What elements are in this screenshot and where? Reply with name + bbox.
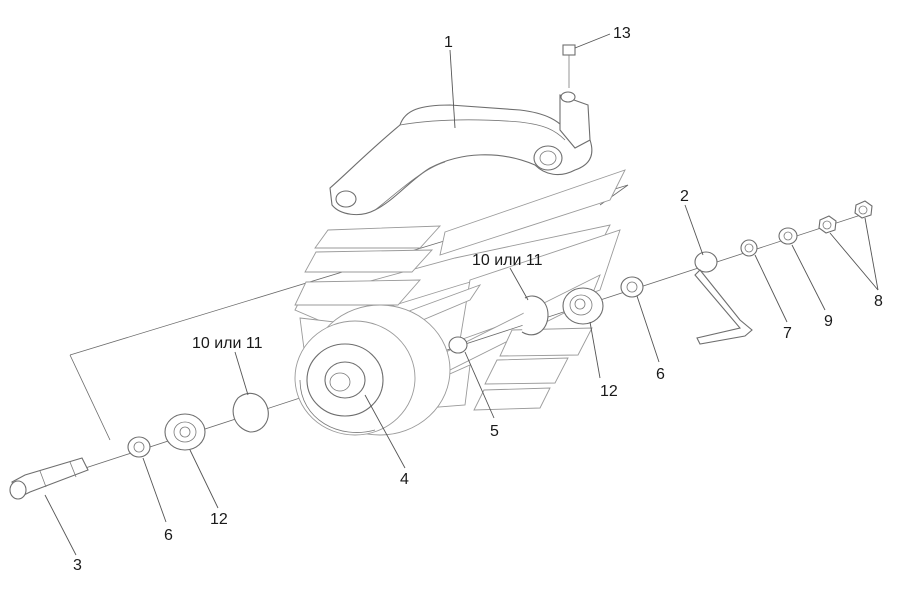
leader-lines [44, 33, 879, 556]
callout-2: 2 [680, 188, 689, 205]
part-2-pin [694, 251, 753, 345]
callout-9: 9 [824, 313, 833, 330]
callout-1: 1 [444, 34, 453, 51]
part-8-nuts [818, 200, 873, 234]
part-12-bearing-left [164, 413, 206, 451]
callout-6-left: 6 [164, 527, 173, 544]
callout-labels: 1 13 2 7 9 8 6 12 5 4 10 или 11 10 или 1… [73, 25, 883, 574]
part-6-washer-right [620, 276, 644, 298]
part-3-axle [9, 457, 89, 500]
part-4-roller [294, 304, 451, 436]
part-1-bracket-arm [329, 44, 593, 216]
callout-3: 3 [73, 557, 82, 574]
callout-4: 4 [400, 471, 409, 488]
callout-12-left: 12 [210, 511, 228, 528]
part-10-11-ring-left [232, 392, 269, 433]
callout-13: 13 [613, 25, 631, 42]
callout-5: 5 [490, 423, 499, 440]
callout-10-11-left: 10 или 11 [192, 335, 263, 352]
callout-8: 8 [874, 293, 883, 310]
part-9-washer [778, 227, 798, 245]
part-10-11-ring-right [521, 295, 549, 336]
callout-7: 7 [783, 325, 792, 342]
part-5-spacer [448, 336, 468, 354]
part-7-washer [740, 239, 758, 257]
callout-10-11-right: 10 или 11 [472, 252, 543, 269]
callout-6-right: 6 [656, 366, 665, 383]
part-12-bearing-right [562, 287, 604, 325]
callout-12-right: 12 [600, 383, 618, 400]
part-6-washer-left [127, 436, 151, 458]
